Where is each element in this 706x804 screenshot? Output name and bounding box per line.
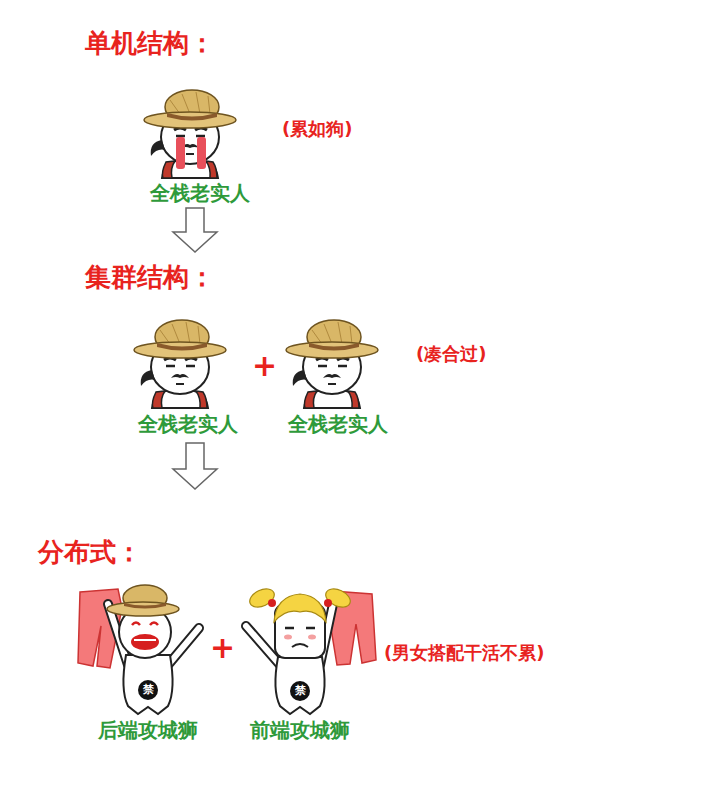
role-name: 前端攻城狮	[246, 718, 354, 742]
section-heading: 分布式：	[38, 537, 142, 568]
section-band: 单机结构： 全栈老实人	[80, 20, 380, 205]
flow-arrow	[173, 208, 217, 252]
section-band: 分布式： 后端攻城狮 前端攻城狮	[30, 492, 390, 754]
person-figure: 后端攻城狮	[92, 717, 204, 743]
section-heading: 单机结构：	[85, 28, 215, 59]
note-text: (累如狗)	[282, 118, 352, 140]
section-band: 集群结构： 全栈老实人 全栈老实人	[80, 255, 410, 440]
role-name: 全栈老实人	[134, 412, 242, 436]
role-name: 全栈老实人	[146, 181, 254, 205]
role-name: 全栈老实人	[284, 412, 392, 436]
person-figure: 全栈老实人	[144, 180, 256, 206]
plus-sign: +	[210, 630, 235, 666]
plus-sign: +	[252, 348, 277, 384]
section-heading: 集群结构：	[85, 262, 215, 293]
note-text: (凑合过)	[416, 343, 486, 365]
person-figure: 全栈老实人	[282, 411, 394, 437]
note-text: (男女搭配干活不累)	[384, 642, 544, 664]
person-figure: 前端攻城狮	[244, 717, 356, 743]
censor-mark: 禁	[295, 684, 306, 697]
role-name: 后端攻城狮	[94, 718, 202, 742]
censor-mark: 禁	[143, 683, 154, 696]
person-figure: 全栈老实人	[132, 411, 244, 437]
flow-arrow	[173, 443, 217, 489]
